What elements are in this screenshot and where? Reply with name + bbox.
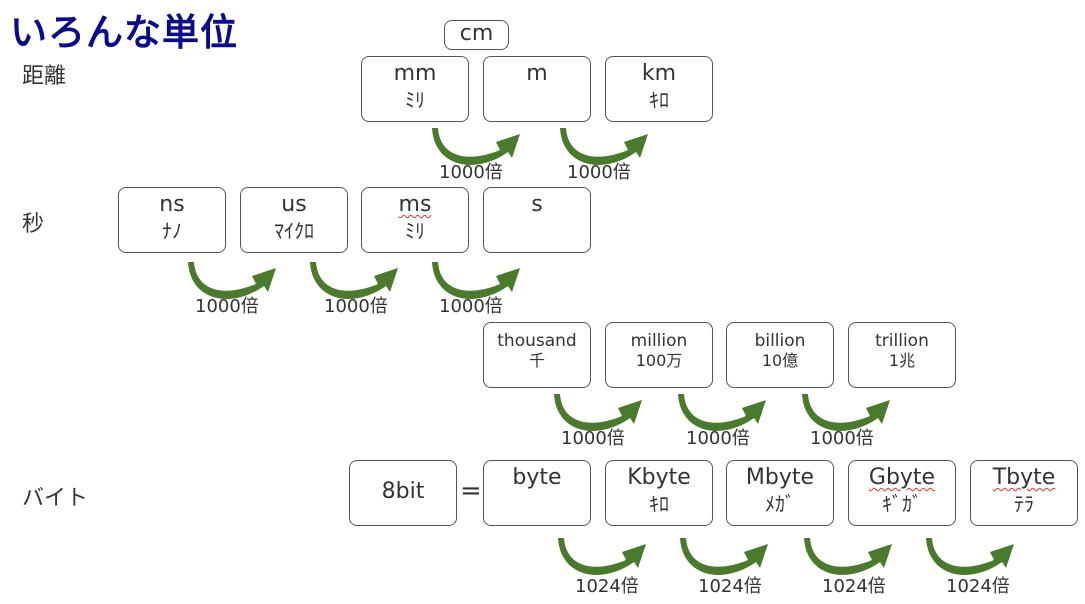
curved-arrow-icon <box>678 394 766 431</box>
unit-label: thousand <box>497 331 577 351</box>
unit-box-gbyte: Gbyte ｷﾞｶﾞ <box>848 460 956 526</box>
curved-arrow-icon <box>560 128 648 165</box>
unit-kana: ﾏｲｸﾛ <box>274 219 314 243</box>
unit-label: 8bit <box>381 479 425 504</box>
unit-kana: ｷﾛ <box>649 492 669 516</box>
curved-arrow-icon <box>432 128 520 165</box>
unit-label: us <box>281 192 307 217</box>
multiplier-label: 1000倍 <box>439 162 503 183</box>
unit-label: s <box>531 192 543 217</box>
unit-box-million: million 100万 <box>605 322 713 388</box>
unit-kana: ﾅﾉ <box>162 219 182 243</box>
unit-box-8bit: 8bit <box>349 460 457 526</box>
unit-box-billion: billion 10億 <box>726 322 834 388</box>
unit-label: Tbyte <box>992 465 1056 490</box>
row-label-distance: 距離 <box>22 64 67 89</box>
multiplier-label: 1000倍 <box>195 296 259 317</box>
unit-kanji: 千 <box>528 351 545 370</box>
unit-box-mm: mm ﾐﾘ <box>361 56 469 122</box>
unit-box-kbyte: Kbyte ｷﾛ <box>605 460 713 526</box>
unit-kana: ﾐﾘ <box>405 219 425 243</box>
unit-box-cm: cm <box>444 20 509 50</box>
unit-label-cm: cm <box>459 21 494 46</box>
unit-label: Kbyte <box>627 465 691 490</box>
unit-label: million <box>630 331 688 351</box>
multiplier-label: 1000倍 <box>686 428 750 449</box>
unit-box-trillion: trillion 1兆 <box>848 322 956 388</box>
multiplier-label: 1000倍 <box>810 428 874 449</box>
unit-label: Mbyte <box>745 465 815 490</box>
curved-arrow-icon <box>802 394 890 431</box>
curved-arrow-icon <box>432 262 520 299</box>
unit-label: m <box>526 61 548 86</box>
unit-kanji: 100万 <box>635 351 683 370</box>
unit-kana: ﾃﾗ <box>1014 492 1034 516</box>
unit-box-mbyte: Mbyte ﾒｶﾞ <box>726 460 834 526</box>
unit-kanji: 1兆 <box>888 351 916 370</box>
unit-label: mm <box>393 61 437 86</box>
unit-label: billion <box>754 331 806 351</box>
unit-label: Gbyte <box>868 465 936 490</box>
unit-kana: ﾒｶﾞ <box>765 492 795 516</box>
unit-label: ns <box>159 192 185 217</box>
multiplier-label: 1000倍 <box>567 162 631 183</box>
multiplier-label: 1024倍 <box>575 576 639 597</box>
unit-box-ns: ns ﾅﾉ <box>118 187 226 253</box>
page-title: いろんな単位 <box>10 11 238 54</box>
equals-sign: = <box>460 476 482 506</box>
curved-arrow-icon <box>926 538 1014 575</box>
unit-box-s: s <box>483 187 591 253</box>
unit-box-km: km ｷﾛ <box>605 56 713 122</box>
row-label-seconds: 秒 <box>22 212 45 237</box>
unit-kanji: 10億 <box>761 351 799 370</box>
unit-box-m: m <box>483 56 591 122</box>
unit-kana: ｷﾛ <box>649 88 669 112</box>
unit-label: trillion <box>875 331 929 351</box>
multiplier-label: 1000倍 <box>561 428 625 449</box>
unit-box-ms: ms ﾐﾘ <box>361 187 469 253</box>
curved-arrow-icon <box>554 394 642 431</box>
unit-kana: ｷﾞｶﾞ <box>882 492 922 516</box>
curved-arrow-icon <box>558 538 646 575</box>
multiplier-label: 1024倍 <box>698 576 762 597</box>
unit-box-us: us ﾏｲｸﾛ <box>240 187 348 253</box>
multiplier-label: 1000倍 <box>324 296 388 317</box>
unit-box-byte: byte <box>483 460 591 526</box>
curved-arrow-icon <box>680 538 768 575</box>
unit-kana: ﾐﾘ <box>405 88 425 112</box>
multiplier-label: 1024倍 <box>822 576 886 597</box>
unit-box-thousand: thousand 千 <box>483 322 591 388</box>
multiplier-label: 1000倍 <box>439 296 503 317</box>
unit-label: byte <box>512 465 562 490</box>
row-label-bytes: バイト <box>22 486 89 511</box>
unit-label: km <box>641 61 677 86</box>
unit-label: ms <box>398 192 432 217</box>
multiplier-label: 1024倍 <box>946 576 1010 597</box>
unit-box-tbyte: Tbyte ﾃﾗ <box>970 460 1078 526</box>
curved-arrow-icon <box>188 262 276 299</box>
curved-arrow-icon <box>310 262 398 299</box>
curved-arrow-icon <box>804 538 892 575</box>
